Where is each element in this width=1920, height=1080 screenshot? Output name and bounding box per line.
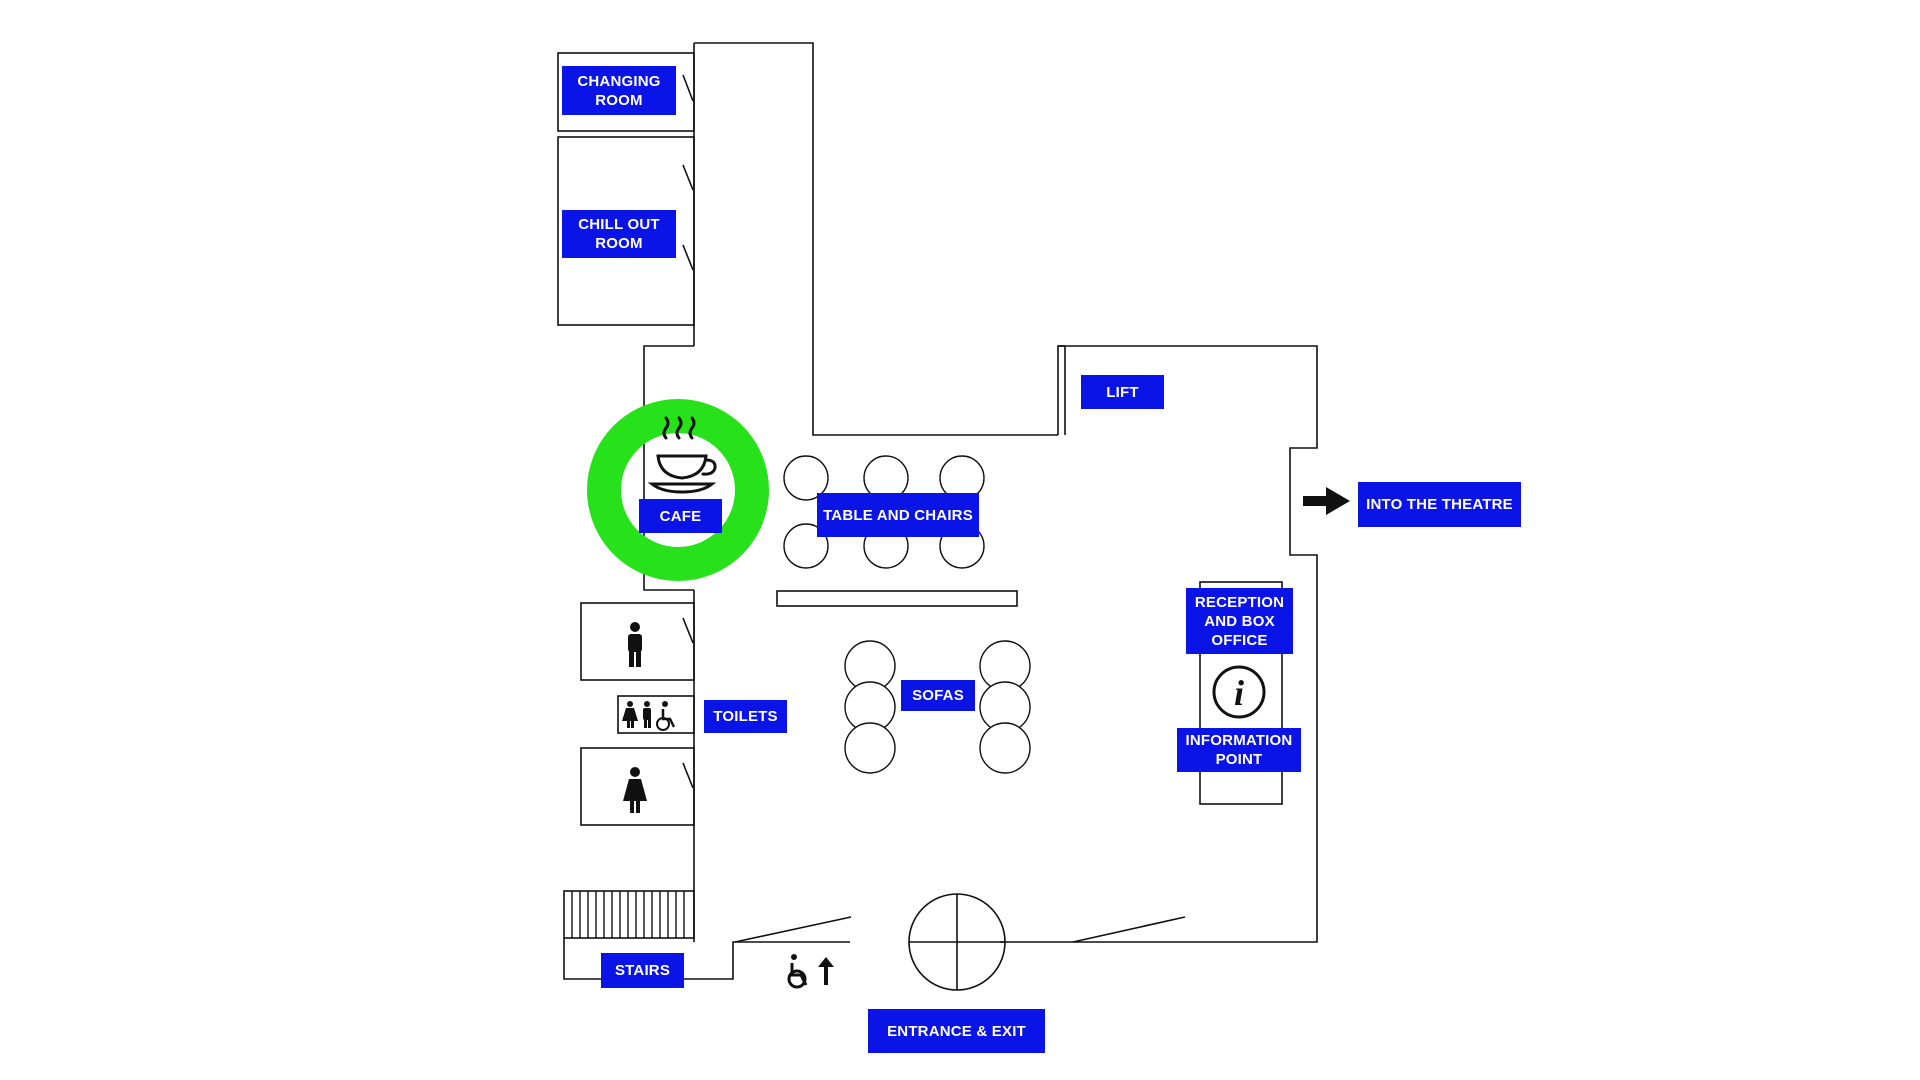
cafe-label: CAFE [639, 499, 722, 533]
entrance-exit-label-text: ENTRANCE & EXIT [887, 1022, 1026, 1040]
female-toilet-door [682, 762, 694, 789]
stair-treads [571, 891, 685, 938]
female-toilet-icon [623, 767, 647, 813]
sofas-label-text: SOFAS [912, 687, 964, 704]
chill-out-room-label-line-2: ROOM [595, 235, 643, 252]
reception-label-line-2: AND BOX [1204, 612, 1275, 630]
reception-label-line-1: RECEPTION [1194, 593, 1285, 611]
stairs-walls [563, 890, 695, 939]
chill-out-door-top [682, 164, 694, 191]
svg-text:i: i [1234, 673, 1244, 713]
lift-label-text: LIFT [1106, 383, 1139, 401]
chill-out-room-label-line-1: CHILL OUT [578, 216, 660, 233]
toilets-label: TOILETS [704, 700, 787, 733]
reception-desk [1199, 581, 1283, 805]
main-hall-wall-left [643, 345, 694, 591]
sofa-seat [844, 722, 896, 774]
chill-out-door-bottom [682, 244, 694, 271]
changing-room-label-line-2: ROOM [595, 91, 643, 109]
male-toilet-walls [580, 602, 695, 681]
male-toilet-door [682, 617, 694, 644]
reception-label: RECEPTION AND BOX OFFICE [1186, 588, 1293, 654]
information-icon: i [1212, 665, 1266, 719]
lift-label: LIFT [1081, 375, 1164, 409]
table-and-chairs-label-text: TABLE AND CHAIRS [823, 506, 973, 524]
sofas-label: SOFAS [901, 680, 975, 711]
information-point-label-line-1: INFORMATION [1185, 732, 1293, 749]
stairs-label: STAIRS [601, 953, 684, 988]
stairs-landing [563, 938, 850, 980]
accessible-toilet-walls [617, 695, 695, 734]
chair [783, 455, 829, 501]
entrance-door-right [1072, 916, 1186, 943]
main-hall-wall-right [1057, 345, 1318, 943]
entrance-door-left [734, 916, 852, 943]
into-the-theatre-label-text: INTO THE THEATRE [1366, 496, 1513, 513]
accessible-toilet-icon [622, 701, 676, 731]
changing-room-label: CHANGING ROOM [562, 66, 676, 115]
cafe-label-text: CAFE [659, 507, 702, 525]
chill-out-room-label: CHILL OUT ROOM [562, 210, 676, 258]
reception-label-line-3: OFFICE [1211, 631, 1268, 649]
toilets-label-text: TOILETS [713, 708, 778, 725]
female-toilet-walls [580, 747, 695, 826]
information-point-label: INFORMATION POINT [1177, 728, 1301, 772]
male-toilet-icon [628, 622, 642, 667]
right-arrow-icon [1303, 487, 1350, 515]
wheelchair-entrance-icon [787, 954, 834, 989]
entrance-exit-label: ENTRANCE & EXIT [868, 1009, 1045, 1053]
counter [776, 590, 1018, 607]
cafe-highlight-ring [587, 399, 769, 581]
into-the-theatre-label: INTO THE THEATRE [1358, 482, 1521, 527]
sofas [844, 640, 1031, 774]
information-point-label-line-2: POINT [1215, 751, 1263, 768]
coffee-cup-icon [647, 416, 717, 494]
stairs-label-text: STAIRS [614, 962, 671, 979]
sofa-seat [979, 722, 1031, 774]
changing-room-door [682, 74, 694, 102]
changing-room-label-line-1: CHANGING [577, 72, 661, 90]
upper-corridor-wall [694, 42, 1058, 436]
walls [557, 42, 1318, 991]
table-and-chairs-label: TABLE AND CHAIRS [817, 493, 979, 537]
